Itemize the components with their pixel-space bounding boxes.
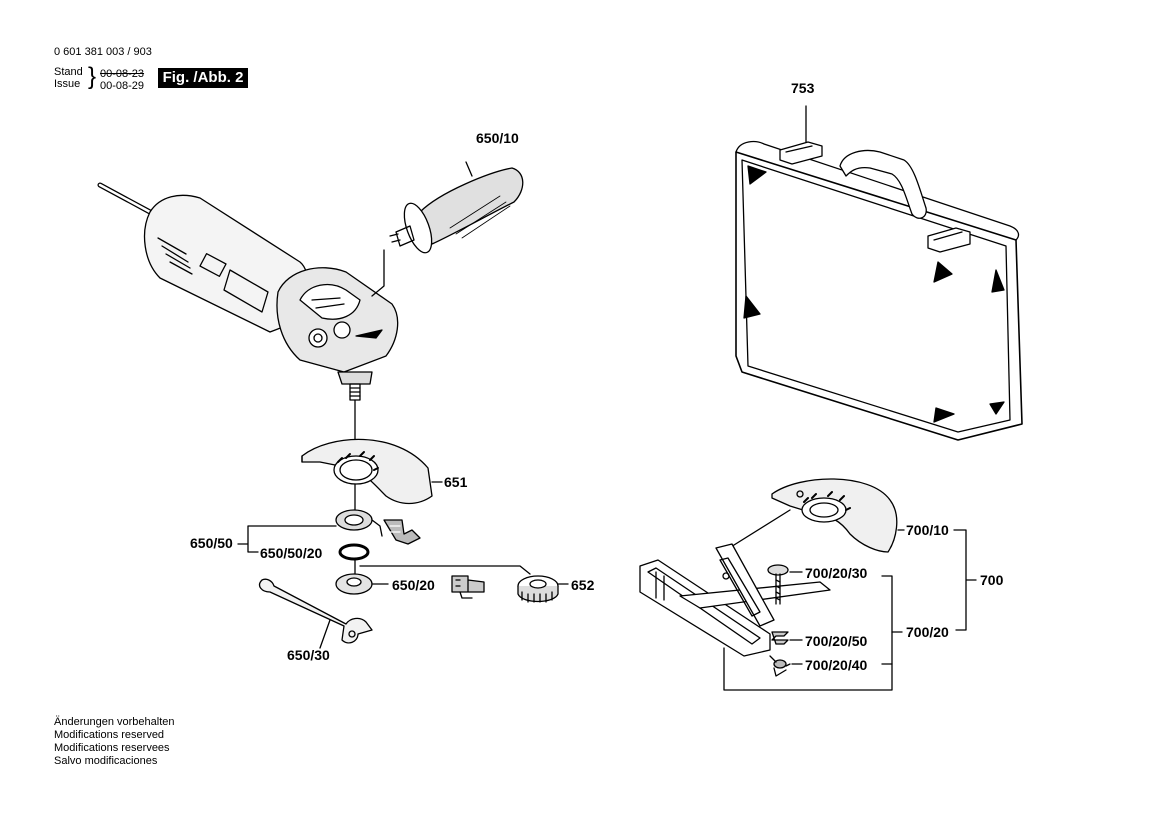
carrying-case-drawing bbox=[735, 105, 1023, 441]
figure-label: Fig. /Abb. 2 bbox=[158, 68, 248, 88]
callout-650-50-20: 650/50/20 bbox=[260, 545, 323, 561]
stand-label: Stand bbox=[54, 66, 83, 78]
side-handle-drawing bbox=[389, 161, 524, 254]
note-line: Modifications reserved bbox=[54, 729, 165, 741]
callout-700-20-50: 700/20/50 bbox=[805, 633, 868, 649]
clamping-nut-650-20-drawing bbox=[335, 573, 485, 599]
guide-frame-drawing bbox=[639, 543, 831, 657]
wing-nut-700-20-40-drawing bbox=[769, 655, 803, 677]
stand-date: 00-08-23 bbox=[100, 68, 145, 80]
callout-700-20: 700/20 bbox=[906, 624, 949, 640]
note-line: Änderungen vorbehalten bbox=[54, 716, 175, 728]
callout-700-10: 700/10 bbox=[906, 522, 949, 538]
callout-650-50: 650/50 bbox=[190, 535, 233, 551]
guard-651-drawing bbox=[301, 438, 443, 511]
callout-650-10: 650/10 bbox=[476, 130, 519, 146]
callout-700-20-30: 700/20/30 bbox=[805, 565, 868, 581]
quick-nut-652-drawing bbox=[517, 575, 569, 603]
cutting-guard-drawing bbox=[725, 478, 898, 553]
flange-650-50-drawing bbox=[335, 509, 421, 545]
callout-650-30: 650/30 bbox=[287, 647, 330, 663]
issue-date: 00-08-29 bbox=[100, 80, 145, 92]
spring-700-20-50-drawing bbox=[771, 631, 803, 645]
o-ring-drawing bbox=[338, 543, 370, 561]
note-line: Modifications reservees bbox=[54, 742, 170, 754]
screw-700-20-30-drawing bbox=[767, 564, 803, 605]
issue-label: Issue bbox=[54, 78, 81, 90]
angle-grinder-drawing bbox=[97, 182, 399, 441]
part-number: 0 601 381 003 / 903 bbox=[54, 46, 152, 58]
modification-notes: Änderungen vorbehalten Modifications res… bbox=[54, 716, 174, 768]
callout-753: 753 bbox=[791, 80, 815, 96]
callout-700: 700 bbox=[980, 572, 1004, 588]
callout-652: 652 bbox=[571, 577, 595, 593]
brace-symbol: } bbox=[88, 63, 97, 90]
callout-651: 651 bbox=[444, 474, 468, 490]
callout-700-20-40: 700/20/40 bbox=[805, 657, 868, 673]
wrench-650-30-drawing bbox=[258, 578, 373, 649]
note-line: Salvo modificaciones bbox=[54, 755, 158, 767]
callout-650-20: 650/20 bbox=[392, 577, 435, 593]
